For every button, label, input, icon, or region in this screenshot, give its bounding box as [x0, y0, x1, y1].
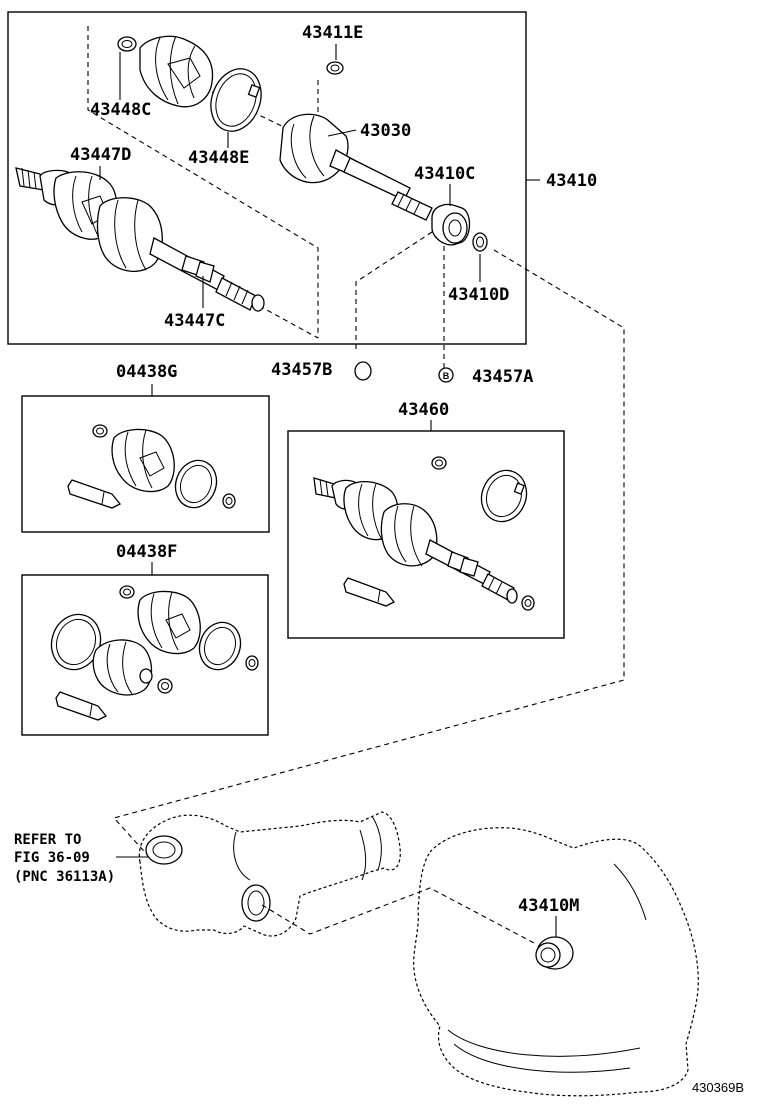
label-43457A[interactable]: 43457A — [472, 367, 533, 387]
bullet-b: B — [438, 367, 454, 383]
kit-04438F-parts — [50, 585, 259, 721]
snap-ring-43410D — [472, 232, 488, 252]
label-04438F[interactable]: 04438F — [116, 542, 177, 562]
bullet-b-text: B — [443, 371, 450, 381]
label-43448C[interactable]: 43448C — [90, 100, 151, 120]
bearing-43410C — [431, 203, 471, 246]
reference-line-2: FIG 36-09 — [14, 850, 90, 866]
reference-line-3: (PNC 36113A) — [14, 869, 115, 885]
dashed-transfer-to-transaxle — [261, 887, 537, 945]
clamp-43448C — [117, 36, 137, 52]
label-43448E[interactable]: 43448E — [188, 148, 249, 168]
transaxle-outline — [413, 827, 699, 1097]
kit-box-04438G — [21, 395, 270, 533]
inboard-joint-43030 — [279, 113, 433, 221]
outboard-shaft-assembly — [15, 167, 265, 312]
label-43410[interactable]: 43410 — [546, 171, 597, 191]
label-43410D[interactable]: 43410D — [448, 285, 509, 305]
dashed-guide-top — [87, 26, 319, 338]
oil-seal-43410M — [535, 936, 574, 970]
transfer-case-outline — [138, 811, 401, 937]
label-04438G[interactable]: 04438G — [116, 362, 177, 382]
label-43447C[interactable]: 43447C — [164, 311, 225, 331]
main-assembly-box — [7, 11, 527, 345]
label-43457B[interactable]: 43457B — [271, 360, 332, 380]
kit-box-43460 — [287, 430, 565, 639]
label-43411E[interactable]: 43411E — [302, 23, 363, 43]
label-43410C[interactable]: 43410C — [414, 164, 475, 184]
kit-43460-parts — [313, 456, 535, 611]
drawing-code: 430369B — [692, 1080, 744, 1095]
seal-36113A — [145, 835, 183, 865]
label-43410M[interactable]: 43410M — [518, 896, 579, 916]
reference-line-1: REFER TO — [14, 832, 81, 848]
oring-43457B — [354, 361, 372, 381]
leader-43030 — [327, 129, 357, 137]
inboard-boot — [139, 35, 214, 108]
kit-04438G-parts — [67, 424, 236, 509]
dashed-to-transaxle — [112, 249, 625, 861]
snap-ring-43411E — [326, 61, 344, 75]
kit-box-04438F — [21, 574, 269, 736]
label-43030[interactable]: 43030 — [360, 121, 411, 141]
label-43460[interactable]: 43460 — [398, 400, 449, 420]
label-43447D[interactable]: 43447D — [70, 145, 131, 165]
dashed-to-43457B — [355, 231, 433, 352]
clamp-43448E — [210, 68, 262, 132]
